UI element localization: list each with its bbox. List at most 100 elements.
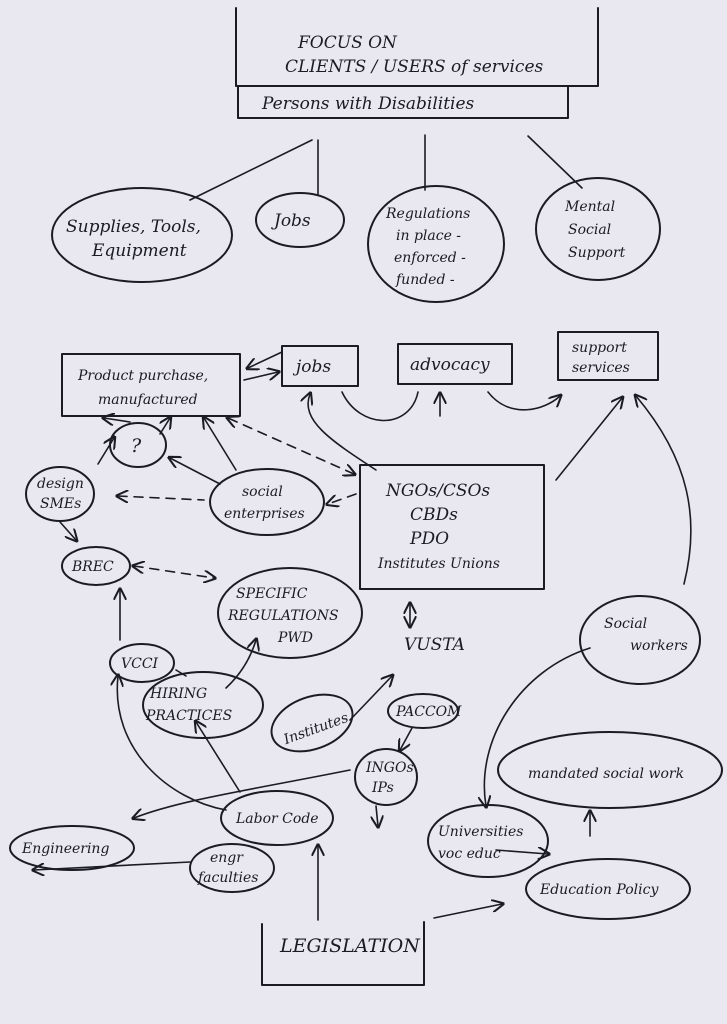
- node-label: support: [572, 340, 627, 356]
- node-label: Labor Code: [235, 811, 319, 827]
- node-label: Engineering: [21, 841, 109, 857]
- institutes-node: Institutes: [270, 693, 354, 753]
- title-line-1: FOCUS ON: [297, 33, 398, 53]
- node-outline: [397, 343, 513, 385]
- node-label: Supplies, Tools,: [66, 217, 201, 237]
- subtitle-box: Persons with Disabilities: [237, 85, 569, 119]
- arrow: [134, 566, 214, 578]
- arrow: [134, 769, 351, 818]
- node-outline: [109, 643, 175, 683]
- node-outline: [367, 185, 505, 303]
- node-outline: [525, 858, 691, 920]
- node-outline: [51, 187, 233, 283]
- node-label: PWD: [277, 630, 313, 646]
- node-label: Social: [604, 616, 647, 632]
- node-label: PACCOM: [395, 704, 462, 720]
- node-label: BREC: [71, 559, 114, 575]
- node-label: Product purchase,: [77, 368, 208, 384]
- node-outline: [427, 804, 549, 878]
- link-line: [175, 669, 187, 677]
- connections: [34, 391, 692, 921]
- question-node: ?: [109, 422, 167, 468]
- engr-faculties-node: engr faculties: [189, 843, 275, 893]
- arrow: [34, 861, 191, 870]
- arrow: [243, 372, 278, 381]
- node-label: engr: [210, 850, 244, 866]
- node-label: workers: [630, 638, 688, 654]
- node-label: IPs: [371, 780, 394, 796]
- subtitle-text: Persons with Disabilities: [261, 94, 475, 114]
- service-product-purchase: Product purchase, manufactured: [61, 353, 241, 417]
- node-outline: [354, 748, 418, 806]
- arrow: [97, 438, 114, 465]
- arrow: [196, 722, 241, 793]
- design-smes-node: design SMEs: [25, 466, 95, 522]
- engineering-node: Engineering: [9, 825, 135, 871]
- node-label: enforced -: [394, 250, 466, 266]
- node-outline: [261, 921, 425, 986]
- node-label: faculties: [197, 870, 258, 886]
- arrow: [484, 647, 591, 806]
- node-outline: [535, 177, 661, 281]
- node-label: Education Policy: [539, 882, 659, 898]
- arrow: [308, 394, 377, 471]
- arrow: [59, 521, 76, 540]
- node-label: INGOs: [365, 760, 414, 776]
- vcci-node: VCCI: [109, 643, 175, 683]
- node-label: social: [242, 484, 283, 500]
- node-outline: [359, 464, 545, 590]
- node-outline: [189, 843, 275, 893]
- mandated-social-work-node: mandated social work: [497, 731, 723, 809]
- node-label: funded -: [395, 272, 455, 288]
- social-enterprises-node: social enterprises: [209, 468, 325, 536]
- node-label: voc educ: [438, 846, 501, 862]
- node-label: manufactured: [98, 392, 198, 408]
- service-jobs: jobs: [281, 345, 359, 387]
- title-line-2: CLIENTS / USERS of services: [285, 57, 544, 77]
- node-label: SMEs: [40, 496, 81, 512]
- node-label: PDO: [409, 529, 449, 549]
- node-label: Social: [568, 222, 611, 238]
- node-label: HIRING: [149, 686, 207, 702]
- arrow: [117, 676, 227, 811]
- node-outline: [142, 671, 264, 739]
- need-regulations: Regulations in place - enforced - funded…: [367, 185, 505, 303]
- node-outline: [497, 731, 723, 809]
- curve: [341, 391, 419, 422]
- arrow: [495, 850, 548, 854]
- arrow: [376, 805, 378, 826]
- arrow: [349, 676, 392, 721]
- arrow: [248, 351, 283, 368]
- need-mental-social-support: Mental Social Support: [535, 177, 661, 281]
- node-label: Mental: [564, 199, 615, 215]
- node-outline: [220, 790, 334, 846]
- node-label: SPECIFIC: [236, 586, 308, 602]
- node-outline: [557, 331, 659, 381]
- node-label: Institutes: [281, 710, 351, 748]
- ingos-node: INGOs IPs: [354, 748, 418, 806]
- paccom-node: PACCOM: [387, 693, 462, 729]
- node-outline: [270, 693, 354, 753]
- legislation-node: LEGISLATION: [261, 921, 425, 986]
- link-line: [527, 135, 583, 189]
- node-outline: [387, 693, 459, 729]
- title-box: FOCUS ON CLIENTS / USERS of services: [235, 7, 599, 87]
- service-advocacy: advocacy: [397, 343, 513, 385]
- node-label: Regulations: [385, 206, 470, 222]
- node-label: PRACTICES: [145, 708, 232, 724]
- node-label: enterprises: [224, 506, 305, 522]
- node-label: advocacy: [410, 355, 490, 375]
- node-outline: [579, 595, 701, 685]
- social-workers-node: Social workers: [579, 595, 701, 685]
- arrow: [636, 396, 692, 585]
- node-outline: [255, 192, 345, 248]
- node-label: CBDs: [410, 505, 458, 525]
- node-outline: [9, 825, 135, 871]
- vusta-label: VUSTA: [404, 635, 465, 655]
- arrow: [118, 496, 205, 500]
- arrow: [487, 391, 560, 411]
- node-outline: [61, 546, 131, 586]
- need-jobs: Jobs: [255, 192, 345, 248]
